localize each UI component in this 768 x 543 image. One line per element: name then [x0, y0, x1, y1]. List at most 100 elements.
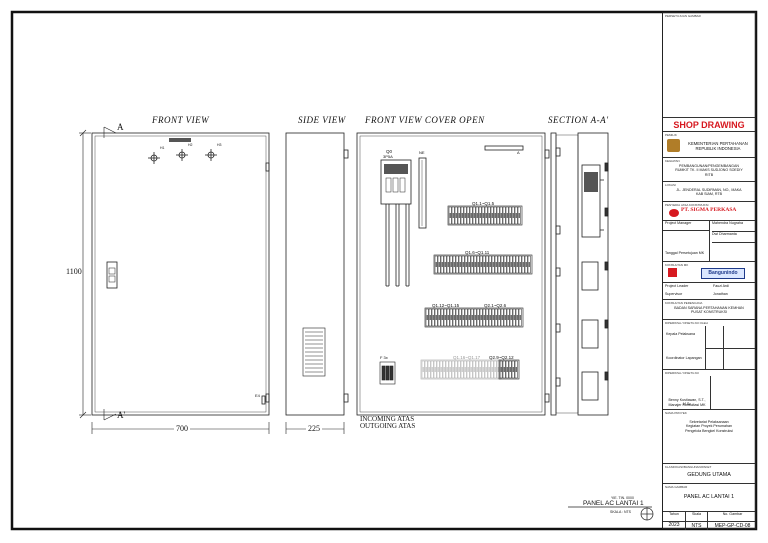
front-view	[91, 132, 270, 416]
tb-owner: PEMILIK KEMENTERIAN PERTAHANAN REPUBLIK …	[663, 131, 755, 157]
consultant-logo-icon	[668, 268, 677, 277]
tb-spv-label: Supervisor	[665, 292, 683, 296]
cable-note-incoming: INCOMING ATAS	[360, 415, 415, 423]
tb-consultant: KONSULTAN MK Bangunindo Project Leader F…	[663, 261, 755, 299]
indicator-lamps	[148, 149, 217, 164]
tb-drawing-no: MEP-GP-CD-08	[714, 523, 751, 529]
tb-site-value: Dwi Dharmanta	[712, 232, 755, 243]
tb-pkg-label: KLASIFIKASI/BANGUNAN/PAKET	[665, 465, 712, 469]
tb-contractor-name: PT. SIGMA PERKASA	[681, 207, 737, 213]
breaker-row-1	[447, 205, 523, 226]
fuse-block	[379, 361, 396, 385]
section-mark-small: A	[517, 150, 520, 155]
tb-notes: NAMA PROYEK Sekretariat Pelaksanaan Kegi…	[663, 409, 755, 463]
ref-title: PANEL AC LANTAI 1	[583, 500, 644, 507]
ref-top: YIE. TIN. 0000	[611, 496, 634, 500]
ventilation-louvers	[302, 327, 326, 377]
tb-location: LOKASI JL. JENDERAL SUDIRMAN, NO., MAKA …	[663, 181, 755, 201]
tb-owner-label: PEMILIK	[665, 133, 677, 137]
tb-drawing-name: NAMA GAMBAR PANEL AC LANTAI 1	[663, 483, 755, 511]
side-view	[285, 132, 349, 416]
tb-project-line3: RITB	[704, 172, 714, 177]
tb-bottom-line2: Kegiatan Proyek Perumahan	[686, 424, 732, 429]
tb-col-scale: Skala	[686, 512, 707, 522]
tb-col-year: Tahun	[663, 512, 685, 522]
tb-headline: SHOP DRAWING	[673, 120, 745, 130]
tb-location-line1: JL. JENDERAL SUDIRMAN, NO., MAKA	[676, 188, 742, 192]
lamp-label-h1: H1	[160, 146, 165, 150]
main-breaker-q0	[380, 159, 412, 287]
tb-approve-label: DIPERIKSA / DISETUJUI OLEH	[665, 321, 708, 325]
tb-contractor-label: PENYEDIA JASA KONSTRUKSI	[665, 203, 709, 207]
dimension-height	[79, 129, 91, 419]
tb-consultant-label: KONSULTAN MK	[665, 263, 689, 267]
tb-sign-label: DIPERIKSA / DISETUJUI	[665, 371, 699, 375]
tb-contractor: PENYEDIA JASA KONSTRUKSI PT. SIGMA PERKA…	[663, 201, 755, 261]
q0-rating-label: 3P5A	[383, 154, 393, 159]
group-label-q2-1: Q2.1~Q2.6	[484, 303, 507, 308]
contractor-logo-icon	[669, 209, 679, 217]
ref-scale: SKALA : NTS	[610, 510, 632, 514]
door-lock-icon	[106, 261, 118, 289]
reference-symbol	[568, 506, 654, 521]
section-view-title: SECTION A-A'	[548, 115, 609, 125]
tb-project: KEGIATAN PEMBANGUNAN/PENGEMBANGAN RUMKIT…	[663, 157, 755, 181]
group-label-q1-1: Q1.1~Q1.5	[472, 201, 495, 206]
e4-label: E4	[255, 393, 260, 398]
breaker-row-2	[433, 254, 533, 275]
tb-owner-line1: KEMENTERIAN PERTAHANAN	[688, 141, 748, 146]
tb-project-line2: RUMKIT TK. II MAKS SUDJONO SOEDIY	[675, 168, 743, 173]
breaker-row-4	[498, 359, 520, 380]
tb-approval-label: PERSETUJUAN GAMBAR	[665, 14, 701, 18]
fuse-label: F 3x	[380, 355, 388, 360]
group-label-q2-9: Q2.9~Q2.12	[489, 355, 514, 360]
tb-location-line2: KAB SIAM, RTB	[695, 192, 723, 197]
tb-sign-name: Benny Kustiawan, S.T., M.Sc	[668, 398, 706, 407]
tb-pm2-value: Fauzi Ardi	[713, 284, 729, 288]
tb-sign-role: Manajer Konsultasi MK	[668, 403, 706, 407]
tb-location-label: LOKASI	[665, 183, 676, 187]
section-view	[550, 132, 609, 416]
side-view-title: SIDE VIEW	[298, 115, 346, 125]
front-open-view-title: FRONT VIEW COVER OPEN	[365, 115, 485, 125]
height-dimension-label: 1100	[66, 267, 82, 276]
tb-engineer-label: KONSULTAN PERENCANA	[665, 301, 703, 305]
tb-tgl-label: Tanggal Persetujuan MK	[665, 251, 705, 255]
q0-label: Q0	[386, 149, 393, 154]
tb-pm-label: Project Manager	[663, 221, 709, 231]
section-marks	[103, 126, 117, 421]
owner-emblem-icon	[667, 139, 680, 152]
tb-spv-value: Jonathan	[713, 292, 728, 296]
tb-approver2-role: Koordinator Lapangan	[666, 356, 702, 360]
cable-note-outgoing: OUTGOING ATAS	[360, 422, 416, 430]
breaker-row-4-spare	[420, 359, 502, 380]
tb-col-no: No. Gambar	[708, 512, 755, 522]
tb-project-line1: PEMBANGUNAN/PENGEMBANGAN	[679, 164, 739, 168]
tb-bottom-line1: Sekretariat Pelaksanaan	[689, 420, 729, 424]
tb-year: 2023	[668, 522, 680, 528]
tb-bottom-line3: Pengelola Bengkel Konstruksi	[685, 428, 733, 433]
tb-project-label: KEGIATAN	[665, 159, 680, 163]
tb-scale-val: NTS	[691, 523, 702, 529]
tb-approval: PERSETUJUAN GAMBAR	[663, 13, 755, 117]
tb-building: KLASIFIKASI/BANGUNAN/PAKET GEDUNG UTAMA	[663, 463, 755, 483]
lamp-label-h3: H3	[217, 143, 222, 147]
tb-pm-value: Mahendra Nugraha	[712, 221, 755, 232]
front-open-view	[356, 132, 550, 416]
tb-bottom-label: NAMA PROYEK	[665, 411, 687, 415]
ne-label: NE	[419, 150, 425, 155]
tb-pm2-label: Project Leader	[665, 284, 689, 288]
tb-owner-line2: REPUBLIK INDONESIA	[695, 146, 741, 151]
title-block: PERSETUJUAN GAMBAR SHOP DRAWING PEMILIK …	[662, 12, 756, 530]
width-dimension-label: 700	[174, 424, 190, 433]
breaker-rows	[420, 205, 533, 380]
group-label-q1-12: Q1.12~Q1.15	[432, 303, 460, 308]
tb-headline-row: SHOP DRAWING	[663, 117, 755, 131]
tb-signatures: DIPERIKSA / DISETUJUI Benny Kustiawan, S…	[663, 369, 755, 409]
section-mark-top: A	[117, 122, 124, 132]
group-label-q1-16: Q1.16~Q1.17	[453, 355, 481, 360]
tb-approver1-role: Kepala Pelaksana	[666, 332, 695, 336]
front-view-title: FRONT VIEW	[152, 115, 210, 125]
